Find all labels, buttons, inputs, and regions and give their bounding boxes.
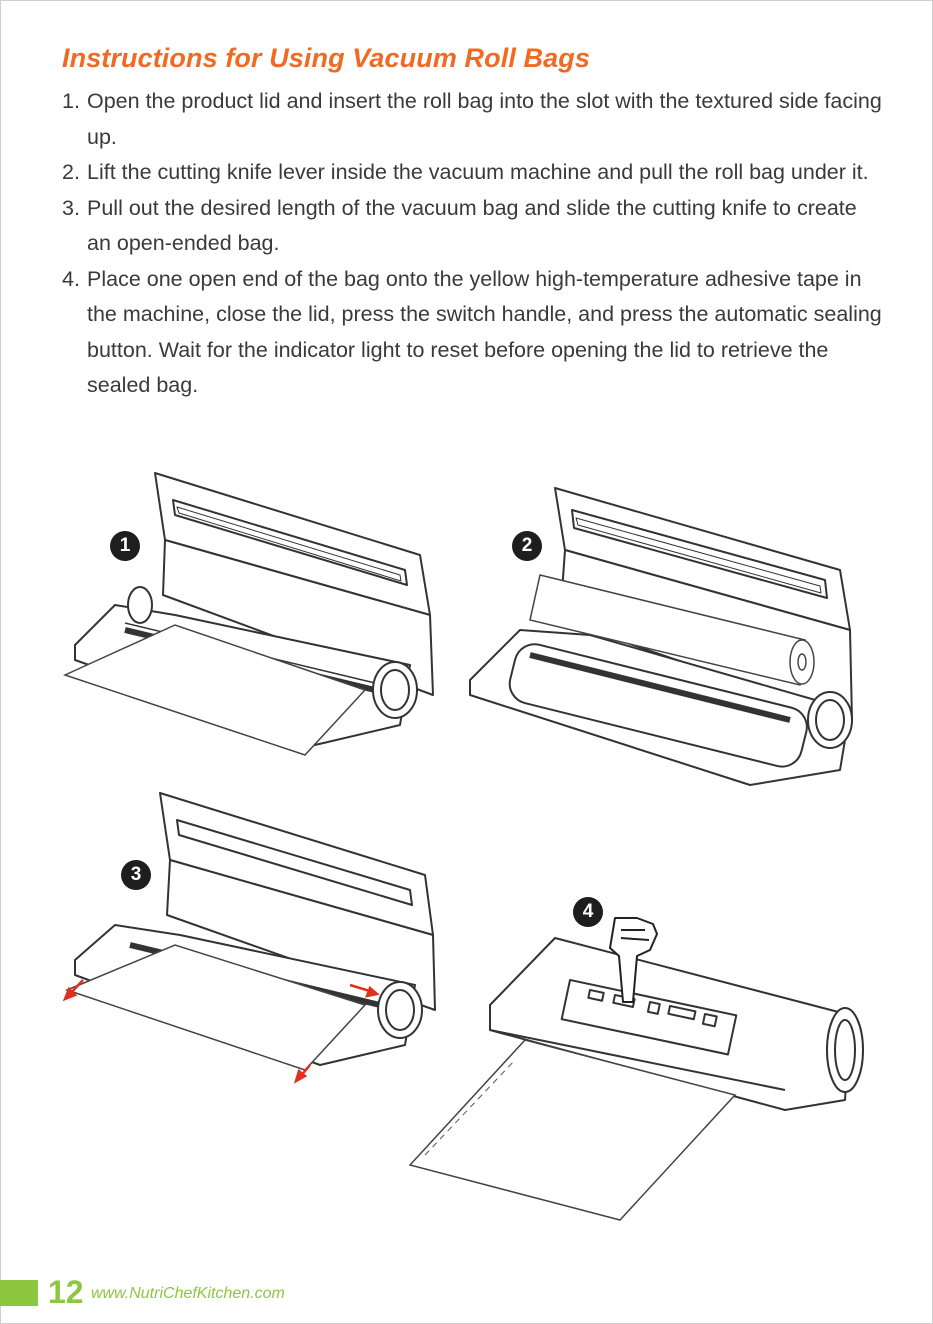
figure-step-2 [469,487,853,786]
step-number: 4. [62,266,80,291]
footer-website-link[interactable]: www.NutriChefKitchen.com [91,1285,285,1302]
step-badge: 1 [110,531,140,561]
step-text: Lift the cutting knife lever inside the … [87,160,869,184]
step-text: Pull out the desired length of the vacuu… [87,195,857,256]
step-item: 4. Place one open end of the bag onto th… [62,262,882,404]
step-item: 2. Lift the cutting knife lever inside t… [62,155,882,191]
step-item: 1. Open the product lid and insert the r… [62,84,882,155]
instruction-steps: 1. Open the product lid and insert the r… [62,84,882,404]
step-number: 1. [62,89,80,113]
footer-accent-bar [0,1280,38,1306]
step-badge: 2 [512,531,542,561]
step-text: Place one open end of the bag onto the y… [87,266,882,398]
step-text: Open the product lid and insert the roll… [87,89,882,149]
step-badge: 3 [121,860,151,890]
step-badge: 4 [573,897,603,927]
figure-step-1 [62,472,434,756]
figure-step-4 [408,917,864,1221]
step-number: 3. [62,195,80,220]
page-number: 12 [48,1274,84,1310]
step-item: 3. Pull out the desired length of the va… [62,191,882,262]
step-number: 2. [62,160,80,184]
page-title: Instructions for Using Vacuum Roll Bags [62,43,590,73]
figure-step-3 [62,792,436,1084]
